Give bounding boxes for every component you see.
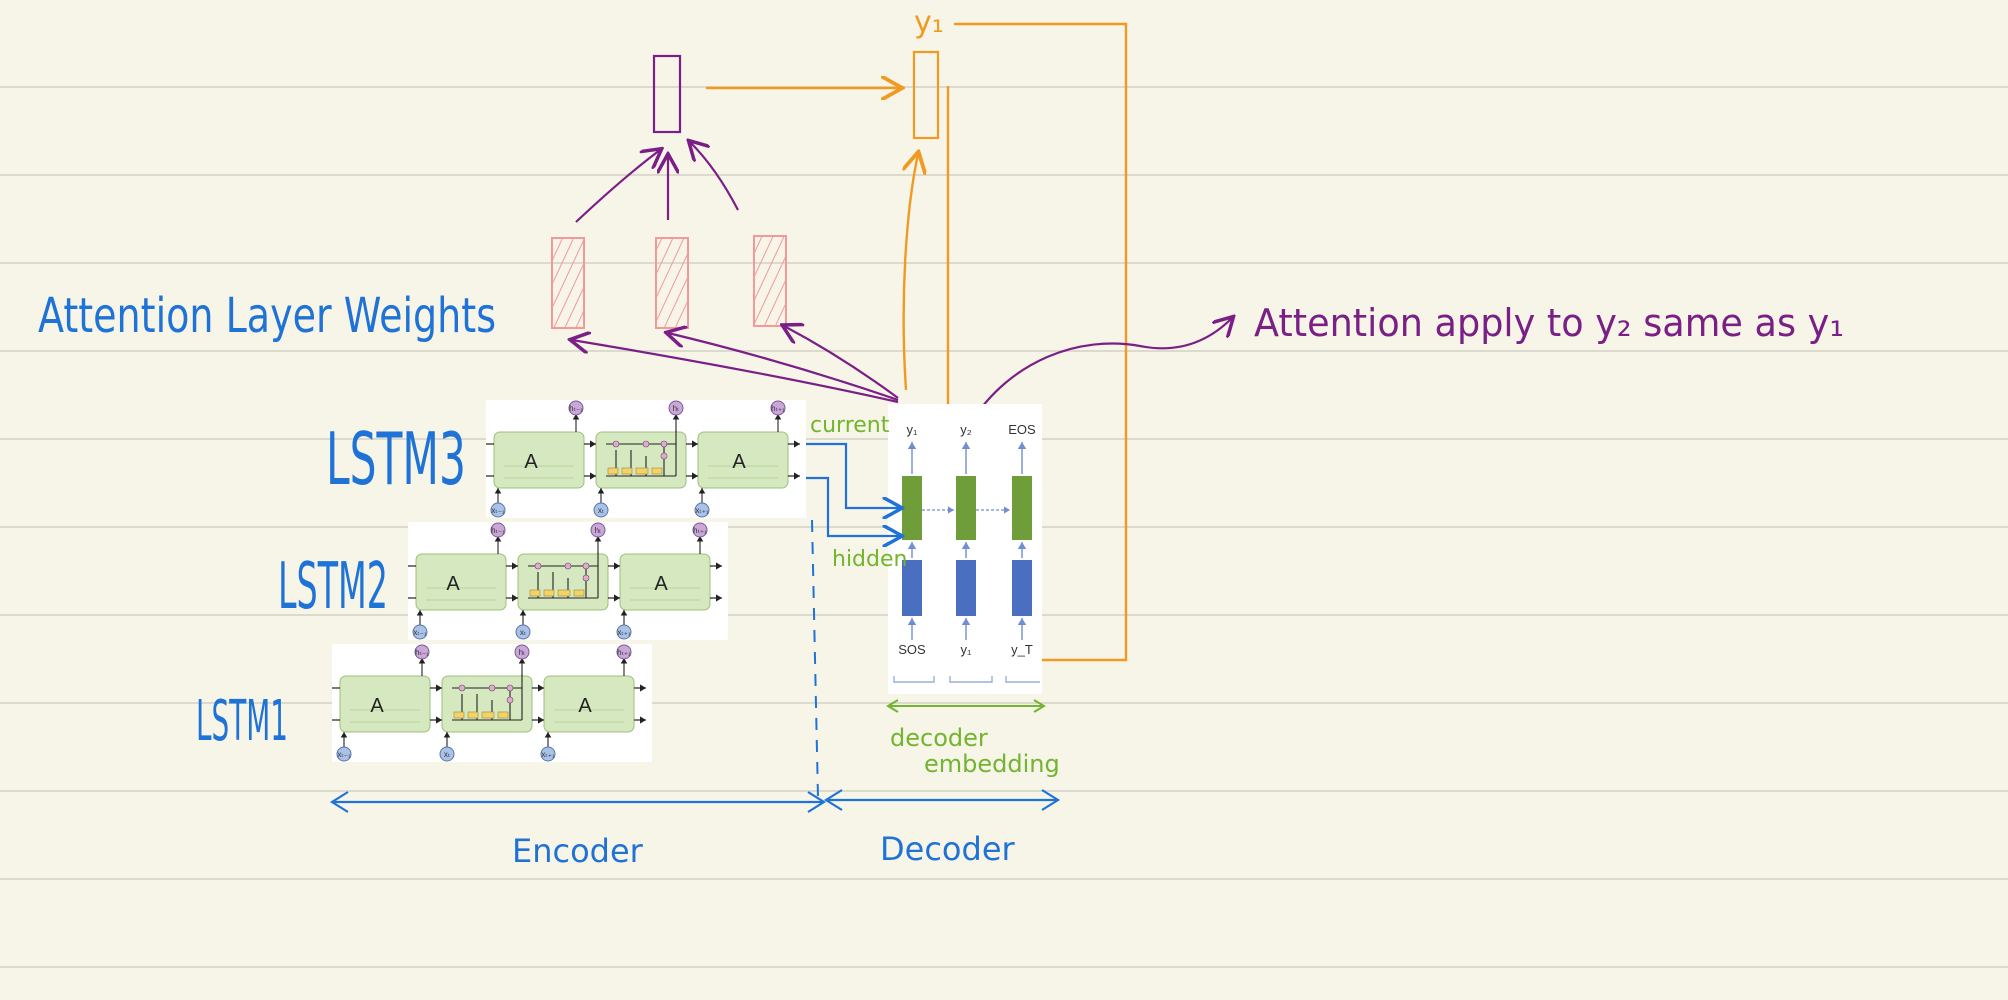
x-node-left: xₜ₋₁ bbox=[337, 750, 351, 759]
x-node-left: xₜ₋₁ bbox=[491, 506, 505, 515]
y1-top-label: y₁ bbox=[914, 5, 944, 40]
x-node-mid: xₜ bbox=[444, 750, 450, 759]
x-node-mid: xₜ bbox=[520, 628, 526, 637]
lstm1-row: A A hₜ₋₁ hₜ hₜ₊₁ xₜ₋₁ xₜ xₜ₊₁ bbox=[332, 644, 652, 762]
lstm-cell-letter: A bbox=[732, 451, 746, 473]
decoder-output-3: EOS bbox=[1008, 422, 1036, 437]
decoder-label: Decoder bbox=[880, 830, 1016, 868]
decoder-embedding-label-1: decoder bbox=[890, 724, 988, 752]
lstm2-row: A A hₜ₋₁ hₜ hₜ₊₁ xₜ₋₁ xₜ xₜ₊₁ bbox=[408, 522, 728, 640]
hidden-label: hidden bbox=[832, 547, 907, 572]
x-node-right: xₜ₊₁ bbox=[695, 506, 709, 515]
lstm-cell-letter: A bbox=[524, 451, 538, 473]
decoder-output-1: y₁ bbox=[907, 422, 919, 437]
encoder-decoder-divider bbox=[811, 519, 819, 799]
lstm2-label: LSTM2 bbox=[278, 550, 388, 624]
lstm3-label: LSTM3 bbox=[326, 417, 466, 501]
decoder-input-1: SOS bbox=[898, 642, 926, 657]
h-node-right: hₜ₊₁ bbox=[771, 404, 785, 413]
attention-weight-boxes bbox=[551, 235, 787, 329]
lstm1-label: LSTM1 bbox=[196, 689, 288, 754]
h-node-left: hₜ₋₁ bbox=[491, 526, 505, 535]
output-y1-box bbox=[912, 50, 940, 140]
h-node-left: hₜ₋₁ bbox=[569, 404, 583, 413]
attention-weight-box-2 bbox=[655, 237, 689, 329]
h-node-mid: hₜ bbox=[595, 526, 602, 535]
h-node-right: hₜ₊₁ bbox=[617, 648, 631, 657]
lstm-cell-letter: A bbox=[446, 573, 460, 595]
lstm-cell-letter: A bbox=[654, 573, 668, 595]
decoder-input-3: y_T bbox=[1011, 642, 1033, 657]
x-node-right: xₜ₊₁ bbox=[617, 628, 631, 637]
hidden-state-arrow bbox=[806, 476, 900, 536]
decoder-to-output-arrow bbox=[904, 154, 918, 391]
lstm-cell-letter: A bbox=[370, 695, 384, 717]
h-node-mid: hₜ bbox=[673, 404, 680, 413]
decoder-figure: y₁ y₂ EOS SOS y₁ y_T bbox=[888, 404, 1042, 694]
h-node-mid: hₜ bbox=[519, 648, 526, 657]
attention-weights-label: Attention Layer Weights bbox=[38, 288, 496, 344]
x-node-right: xₜ₊₁ bbox=[541, 750, 555, 759]
lstm3-row: A A hₜ₋₁ hₜ hₜ₊₁ xₜ₋₁ xₜ xₜ₊₁ bbox=[486, 400, 806, 518]
context-vector-box bbox=[652, 54, 682, 134]
attention-apply-label: Attention apply to y₂ same as y₁ bbox=[1254, 301, 1844, 345]
current-label: current bbox=[810, 413, 890, 438]
h-node-left: hₜ₋₁ bbox=[415, 648, 429, 657]
x-node-left: xₜ₋₁ bbox=[413, 628, 427, 637]
decoder-input-2: y₁ bbox=[961, 642, 973, 657]
attention-weight-box-3 bbox=[753, 235, 787, 327]
attention-weight-box-1 bbox=[551, 237, 585, 329]
lstm-cell-letter: A bbox=[578, 695, 592, 717]
h-node-right: hₜ₊₁ bbox=[693, 526, 707, 535]
decoder-embedding-label-2: embedding bbox=[924, 750, 1060, 778]
current-state-arrow bbox=[806, 442, 900, 508]
decoder-output-2: y₂ bbox=[960, 422, 972, 437]
attention-apply-arrow bbox=[969, 318, 1232, 425]
x-node-mid: xₜ bbox=[598, 506, 604, 515]
encoder-label: Encoder bbox=[512, 832, 644, 870]
